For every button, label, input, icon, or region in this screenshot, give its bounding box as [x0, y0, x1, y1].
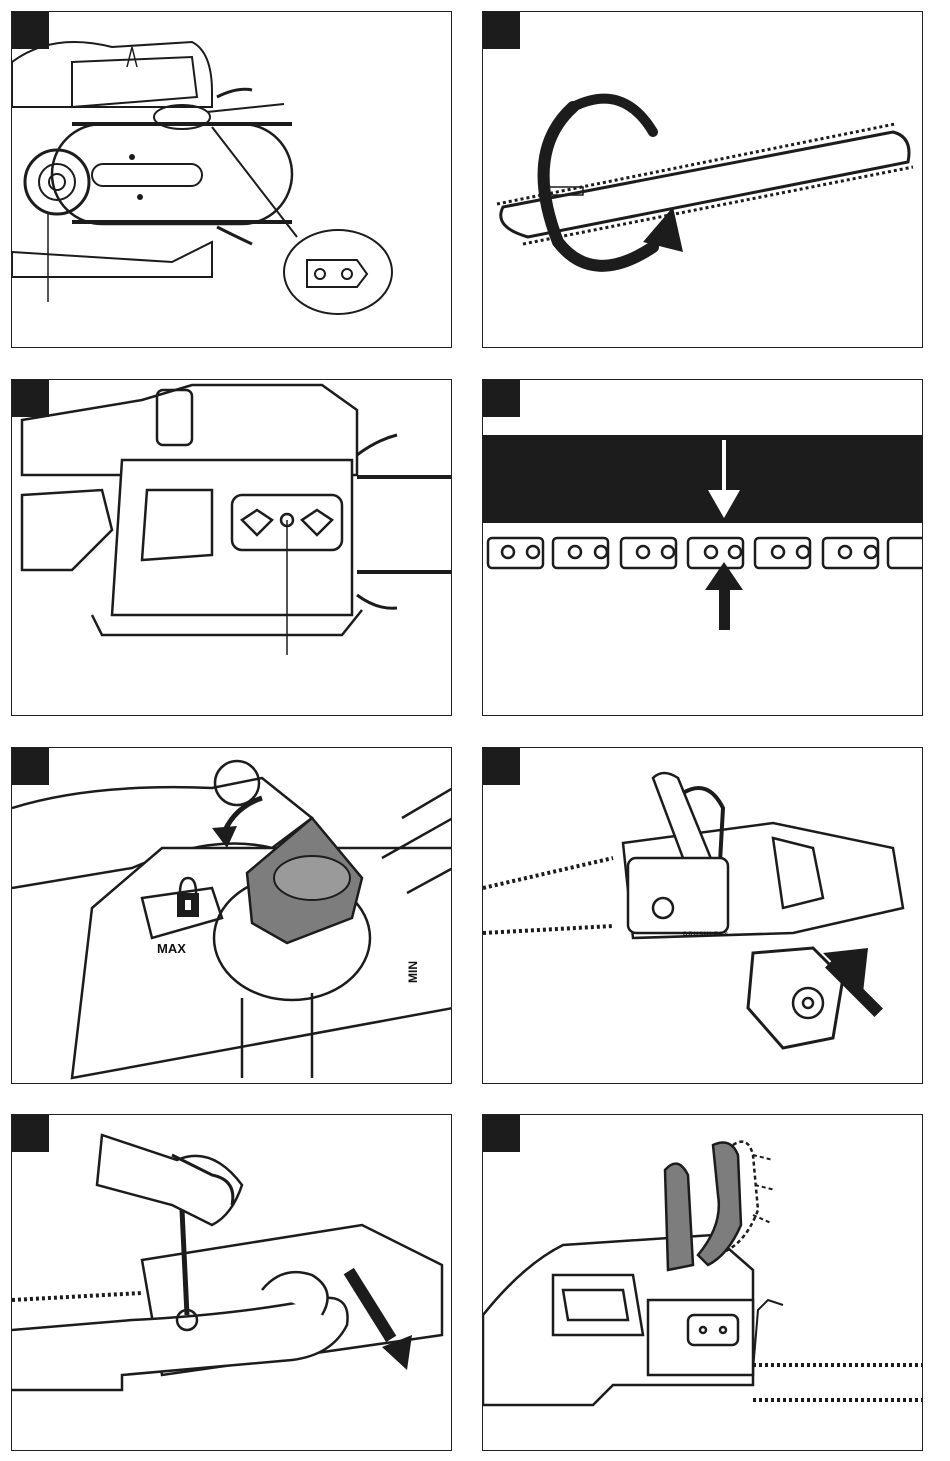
- panel-3: [11, 379, 452, 716]
- step-marker: [483, 12, 520, 49]
- min-label: MIN: [406, 961, 420, 983]
- panel-2: [482, 11, 923, 348]
- step-marker: [483, 1115, 520, 1152]
- brake-release-illustration: [483, 1115, 923, 1451]
- panel-4: [482, 379, 923, 716]
- battery-insert-illustration: BRUSHLESS: [483, 748, 923, 1084]
- brake-engage-illustration: [12, 1115, 452, 1451]
- panel-1: [11, 11, 452, 348]
- side-cover-illustration: [12, 380, 452, 716]
- chain-sag-illustration: [483, 380, 923, 716]
- step-marker: [483, 380, 520, 417]
- panel-6: BRUSHLESS: [482, 747, 923, 1084]
- step-marker: [483, 748, 520, 785]
- max-label: MAX: [157, 941, 186, 956]
- step-marker: [12, 748, 49, 785]
- oil-cap-illustration: MAX MIN: [12, 748, 452, 1084]
- chain-top: [72, 122, 292, 126]
- bar-flip-illustration: [483, 12, 923, 348]
- step-marker: [12, 1115, 49, 1152]
- panel-5: MAX MIN: [11, 747, 452, 1084]
- step-marker: [12, 380, 49, 417]
- panel-8: [482, 1114, 923, 1451]
- step-marker: [12, 12, 49, 49]
- panel-7: [11, 1114, 452, 1451]
- brand-label: BRUSHLESS: [683, 932, 729, 938]
- chain-installation-illustration: [12, 12, 452, 348]
